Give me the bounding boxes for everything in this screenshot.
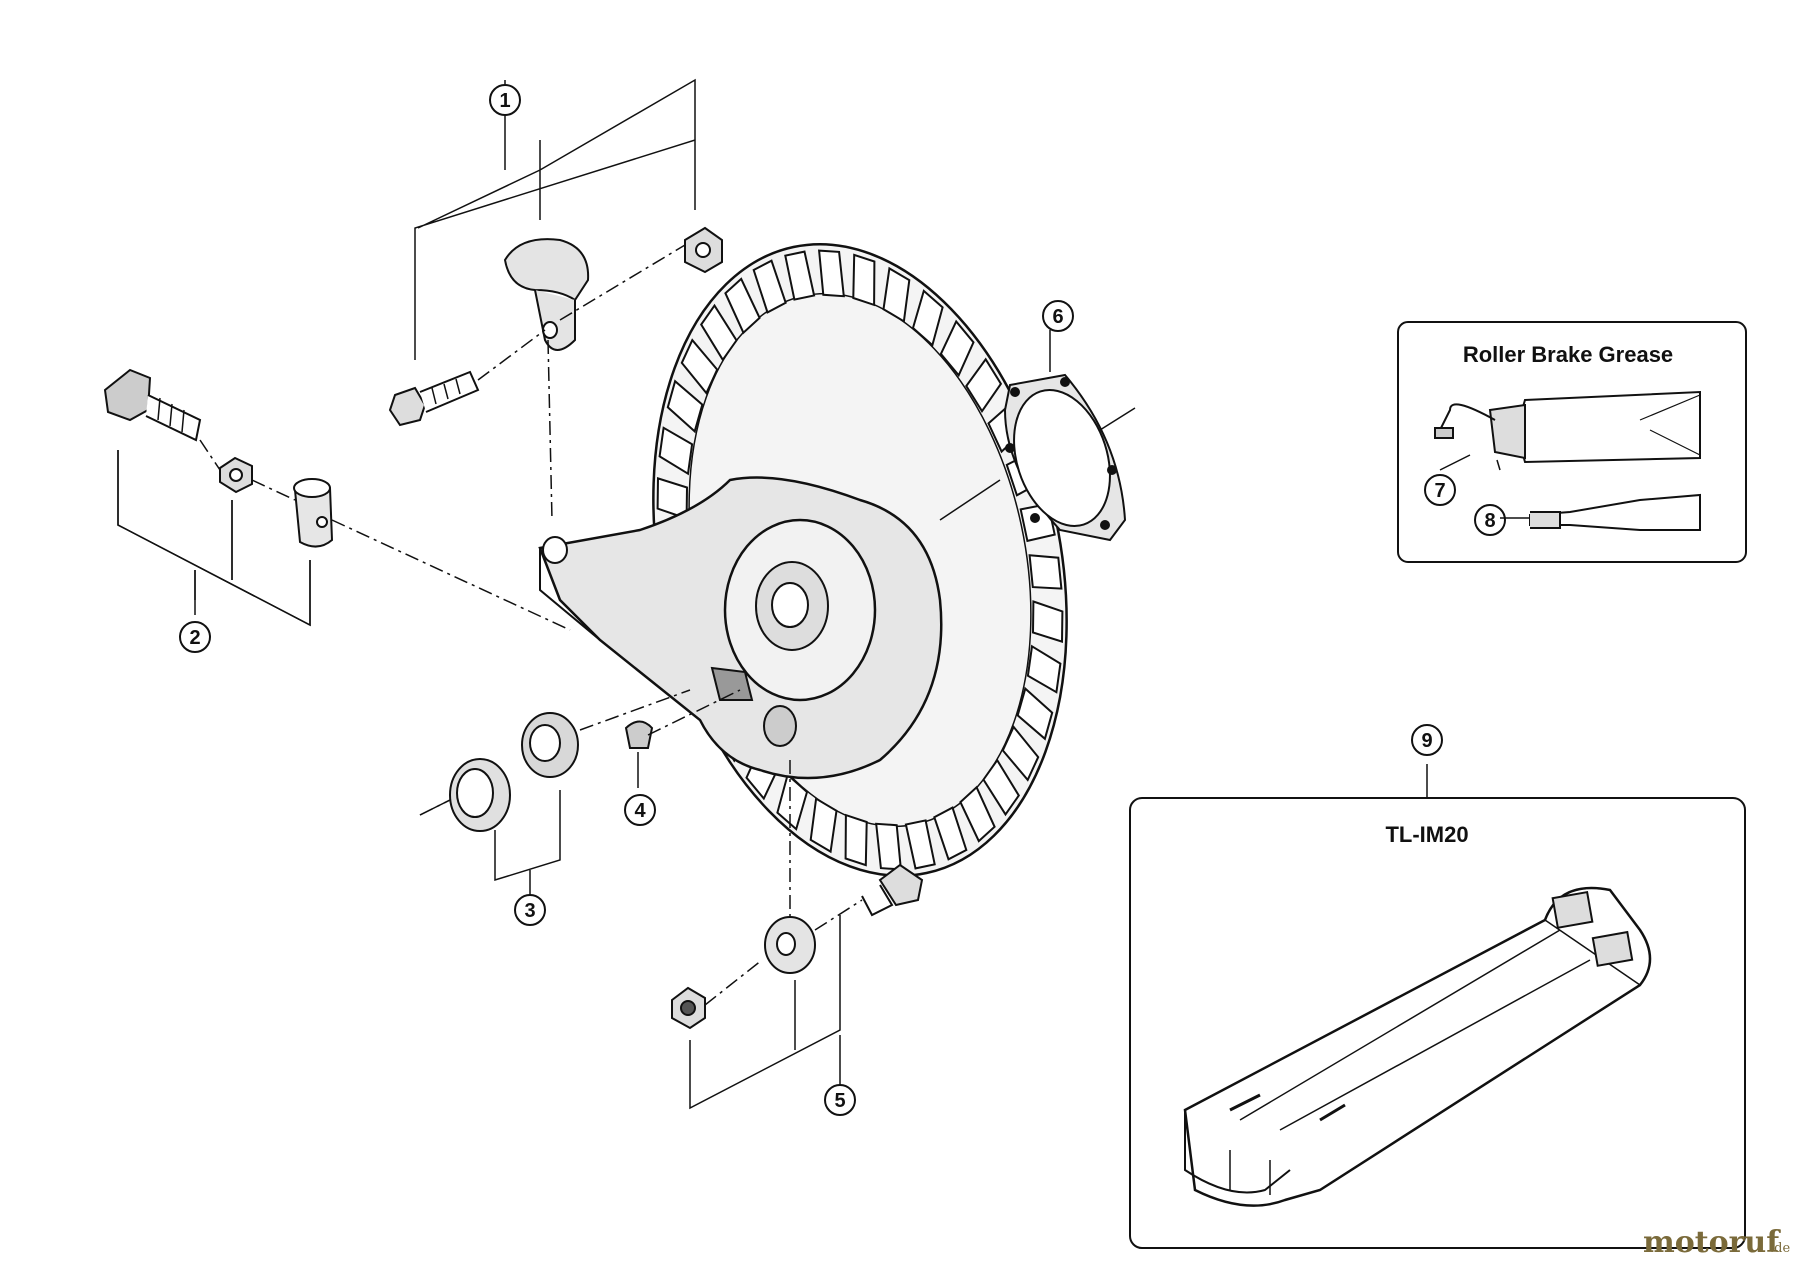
callout-circle-4 xyxy=(624,794,656,826)
tool-box xyxy=(1129,764,1746,1249)
cooling-fin xyxy=(875,822,903,871)
cooling-fin xyxy=(1026,644,1062,694)
tool-box-title: TL-IM20 xyxy=(1385,822,1468,847)
callout-number-2: 2 xyxy=(189,627,200,649)
callout-number-3: 3 xyxy=(524,900,535,922)
cooling-fin xyxy=(1016,686,1054,741)
cooling-fin xyxy=(658,426,694,476)
callout-number-8: 8 xyxy=(1484,510,1495,532)
cooling-fin xyxy=(911,289,944,347)
cooling-fin xyxy=(939,319,975,378)
callout-circle-7 xyxy=(1424,474,1456,506)
part-1-cable-clamp xyxy=(388,78,723,521)
cooling-fin xyxy=(965,357,1003,414)
callout-number-4: 4 xyxy=(634,800,646,822)
cooling-fin xyxy=(1031,600,1064,643)
cooling-fin xyxy=(809,797,838,854)
callout-number-1: 1 xyxy=(499,90,510,112)
part-5-clamp-bolt xyxy=(671,760,924,1110)
cooling-fin xyxy=(656,477,689,520)
cooling-fin xyxy=(852,253,876,307)
cooling-fin xyxy=(817,249,845,298)
callout-circle-5 xyxy=(824,1084,856,1116)
cooling-fin xyxy=(1028,554,1063,590)
callout-circle-9 xyxy=(1411,724,1443,756)
grease-box-title: Roller Brake Grease xyxy=(1463,342,1673,367)
part-6-seal-ring xyxy=(939,330,1136,542)
part-4-grease-cap xyxy=(624,689,741,788)
callout-circle-8 xyxy=(1474,504,1506,536)
callout-number-5: 5 xyxy=(834,1090,845,1112)
cooling-fin xyxy=(776,773,809,831)
callout-circle-6 xyxy=(1042,300,1074,332)
cooling-fin xyxy=(959,785,996,843)
brake-drum xyxy=(538,242,1068,878)
part-3-cone-washer xyxy=(419,689,691,895)
cooling-fin xyxy=(904,819,936,870)
cooling-fin xyxy=(882,266,911,323)
cooling-fin xyxy=(844,813,868,867)
cooling-fin xyxy=(752,259,787,314)
watermark-tld: .de xyxy=(1770,1241,1790,1256)
grease-box xyxy=(1397,321,1747,563)
cooling-fin xyxy=(933,806,968,861)
cooling-fin xyxy=(1001,725,1040,782)
callout-circle-2 xyxy=(179,621,211,653)
cooling-fin xyxy=(982,758,1020,817)
cooling-fin xyxy=(680,338,719,395)
cooling-fin xyxy=(666,379,704,434)
callout-circle-1 xyxy=(489,84,521,116)
cooling-fin xyxy=(700,303,738,362)
callout-number-6: 6 xyxy=(1052,306,1063,328)
part-2-adjusting-bolt xyxy=(103,368,571,631)
cooling-fin xyxy=(784,250,816,301)
bracket-2-lines xyxy=(117,450,311,627)
callout-markers: 1 2 3 4 5 6 7 8 9 xyxy=(179,84,1506,1116)
callout-circle-3 xyxy=(514,894,546,926)
callout-number-9: 9 xyxy=(1421,730,1432,752)
watermark-brand: motoruf xyxy=(1643,1225,1781,1260)
callout-number-7: 7 xyxy=(1434,480,1445,502)
cooling-fin xyxy=(724,277,761,335)
